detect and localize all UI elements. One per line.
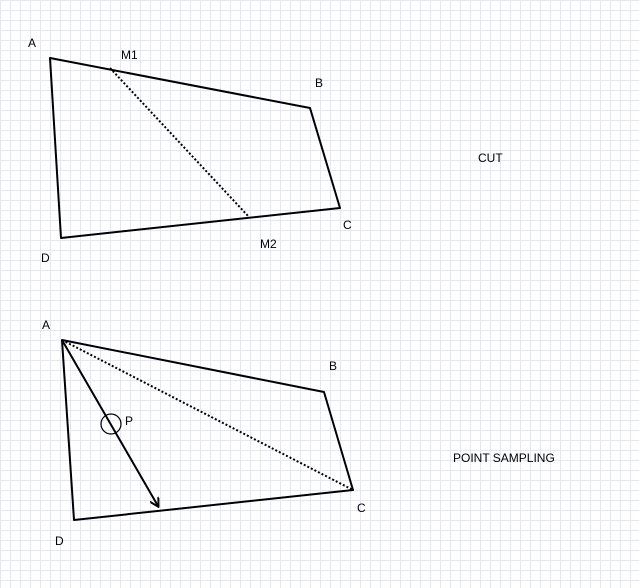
sampling-quadrilateral	[61, 339, 354, 521]
cut-caption: CUT	[478, 151, 503, 165]
sampling-label-c: C	[357, 501, 366, 515]
cut-label-b: B	[315, 76, 323, 90]
sampling-label-a: A	[42, 318, 50, 332]
cut-line-m1-m2	[109, 67, 250, 218]
cut-label-c: C	[343, 218, 352, 232]
sampling-label-p: P	[125, 414, 133, 428]
cut-diagram: A M1 B C M2 D CUT	[28, 36, 503, 265]
cut-quadrilateral	[49, 57, 341, 239]
sampling-label-d: D	[55, 534, 64, 548]
sampling-diagonal-a-c	[61, 339, 354, 491]
sampling-label-b: B	[329, 359, 337, 373]
cut-label-a: A	[28, 36, 36, 50]
point-sampling-diagram: A B P C D POINT SAMPLING	[42, 318, 555, 548]
sampling-caption: POINT SAMPLING	[453, 451, 555, 465]
cut-label-d: D	[41, 251, 50, 265]
cut-label-m2: M2	[260, 237, 277, 251]
sample-point-circle	[100, 413, 122, 435]
sampling-arrow	[61, 339, 158, 506]
cut-label-m1: M1	[121, 48, 138, 62]
